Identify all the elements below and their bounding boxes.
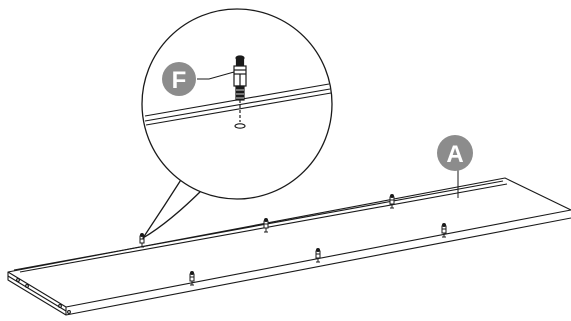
shelf-panel	[7, 177, 571, 316]
hardware-leader-line	[197, 71, 235, 80]
cam-dowel-icon	[441, 223, 447, 238]
hardware-badge: F	[162, 62, 196, 96]
part-badge-label: A	[446, 141, 463, 168]
shelf-back-groove	[13, 180, 504, 271]
edge-hole	[58, 304, 62, 308]
dowel-set	[139, 194, 447, 286]
cam-dowel-icon	[315, 248, 321, 263]
shelf-top-face	[7, 177, 571, 308]
edge-hole	[67, 310, 71, 314]
callout-pointer	[142, 171, 205, 239]
cam-dowel-icon	[139, 233, 145, 248]
edge-hole	[25, 284, 29, 288]
detail-callout	[141, 8, 333, 239]
edge-hole	[16, 278, 20, 282]
hardware-badge-label: F	[172, 67, 187, 94]
cam-dowel-icon	[263, 218, 269, 233]
part-badge: A	[437, 135, 473, 171]
cam-dowel-icon	[389, 194, 395, 209]
cam-dowel-icon	[189, 271, 195, 286]
cam-dowel-icon	[233, 55, 247, 122]
pilot-hole-icon	[234, 123, 246, 129]
detail-circle	[141, 8, 333, 200]
